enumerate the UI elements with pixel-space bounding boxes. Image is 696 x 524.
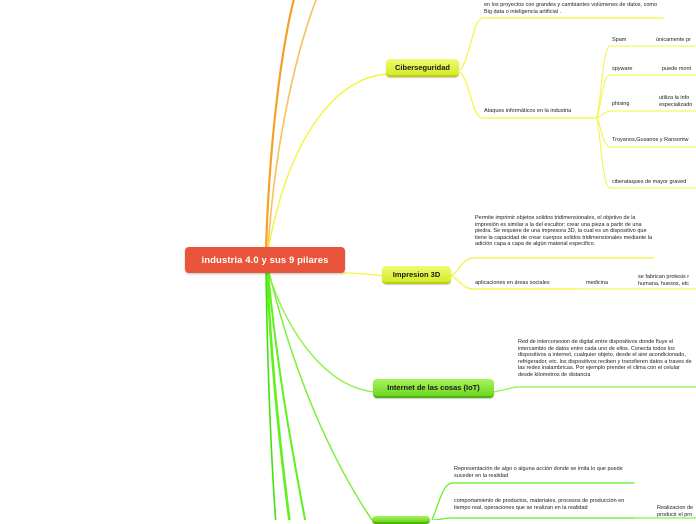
link-green-2: [267, 271, 307, 520]
link-orange-1: [264, 0, 295, 250]
link-impresion3d: [342, 272, 384, 277]
top-fragment-text: en los proyectos con grandes y cambiante…: [484, 2, 658, 15]
branch-ciberseguridad[interactable]: Ciberseguridad: [386, 59, 459, 77]
link-green-3: [268, 271, 373, 520]
central-topic[interactable]: industria 4.0 y sus 9 pilares: [185, 247, 345, 273]
comportamiento-text: comportamiento de productos, materiales,…: [454, 498, 625, 511]
medicina-label: medicina: [586, 280, 609, 286]
ciberataques-label: ciberataques de mayor graved: [612, 179, 687, 185]
spam-detail: únicamente pr: [656, 37, 691, 43]
troyanos-label: Troyanos,Gusanos y Ransomw: [612, 137, 689, 143]
spyware-label: spyware: [612, 66, 633, 72]
link-orange-2: [267, 0, 317, 249]
link-3d-desc: [450, 257, 655, 277]
link-iot: [267, 271, 376, 393]
link-phising: [596, 110, 653, 119]
link-green-4: [265, 271, 277, 520]
link-ciberataques: [596, 117, 696, 189]
link-spam: [596, 45, 651, 119]
iot-description: Red de interconexion de digital entre di…: [518, 339, 692, 378]
spyware-detail: puede mont: [662, 66, 692, 72]
medicina-detail: se fabrican protesis r humana, huesos, e…: [638, 274, 690, 287]
branch-iot[interactable]: Internet de las cosas (IoT): [373, 379, 494, 398]
link-troyanos: [596, 117, 696, 148]
link-rep: [431, 482, 635, 520]
link-spyware: [596, 74, 657, 119]
link-ataques: [459, 71, 598, 119]
link-green-1: [265, 270, 291, 520]
link-iot-desc: [493, 386, 696, 393]
phising-label: phising: [612, 101, 630, 107]
branch-impresion3d[interactable]: Impresion 3D: [382, 266, 451, 284]
impresion3d-description: Permite imprimir objetos solidos tridime…: [475, 215, 653, 248]
branch-simulacion[interactable]: [372, 516, 430, 524]
representacion-text: Representación de algo o alguna acción d…: [454, 466, 623, 479]
ataques-informaticos-label: Ataques informáticos en la industria: [484, 108, 572, 114]
link-top-fragment: [459, 17, 664, 71]
link-ciberseguridad: [267, 73, 389, 251]
realizacion-text: Realizacion de producir el pro: [657, 505, 694, 518]
link-3d-apps: [450, 275, 579, 290]
phising-detail: utiliza la info especializado: [659, 95, 693, 108]
spam-label: Spam: [612, 37, 627, 43]
aplicaciones-label: aplicaciones en áreas sociales: [475, 280, 550, 286]
